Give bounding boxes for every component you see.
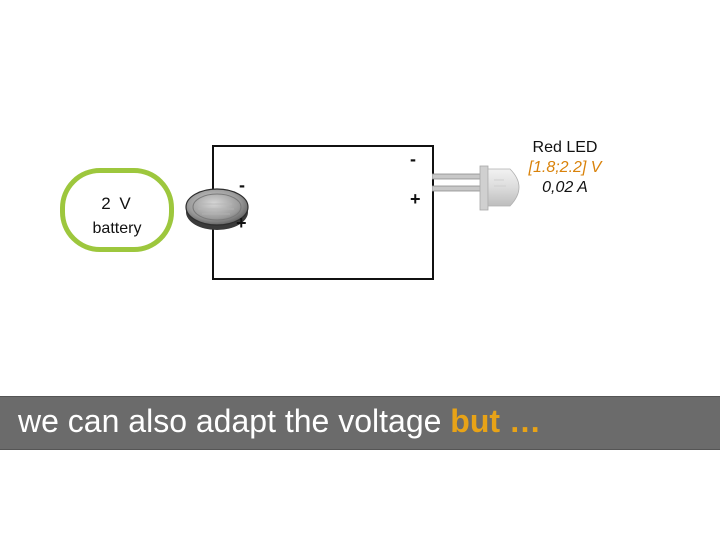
led-specs: Red LED [1.8;2.2] V 0,02 A: [500, 138, 630, 198]
battery-name-label: battery: [92, 220, 142, 237]
battery-callout: [60, 168, 174, 252]
led-icon: [432, 165, 520, 211]
led-minus-terminal: -: [410, 149, 416, 169]
wire-right: [432, 145, 434, 280]
battery-voltage-label: 2 V: [101, 194, 133, 213]
caption-banner: [0, 396, 720, 450]
caption-accent: but …: [450, 403, 541, 439]
battery-plus-terminal: +: [236, 213, 247, 233]
caption-main: we can also adapt the voltage: [18, 403, 442, 439]
wire-top: [212, 145, 432, 147]
battery-minus-terminal: -: [239, 175, 245, 195]
led-plus-terminal: +: [410, 189, 421, 209]
led-current: 0,02 A: [542, 179, 588, 196]
caption-text: we can also adapt the voltage but …: [18, 403, 541, 440]
led-voltage-range: [1.8;2.2] V: [528, 159, 602, 176]
led-name-label: Red LED: [532, 139, 598, 156]
wire-bottom: [212, 278, 434, 280]
coin-battery-icon: [185, 188, 249, 230]
